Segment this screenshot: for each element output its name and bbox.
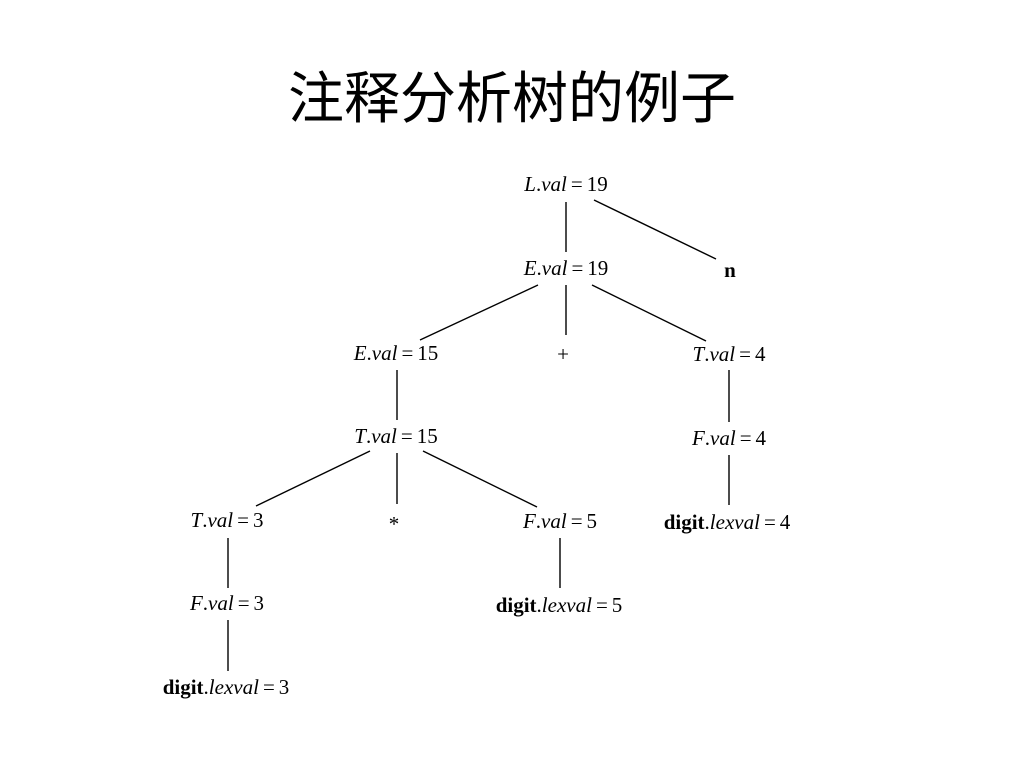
node-digit-lexval-4: digit.lexval=4 <box>663 510 791 534</box>
edge-E-T <box>591 284 707 342</box>
node-digit-lexval-3: digit.lexval=3 <box>162 675 290 699</box>
node-plus: + <box>557 342 569 366</box>
node-T-val-15: T.val=15 <box>354 424 438 448</box>
page-title: 注释分析树的例子 <box>288 67 736 132</box>
node-E-val-root: E.val=19 <box>523 256 609 280</box>
edge-L-n <box>593 199 717 260</box>
node-F-val-3: F.val=3 <box>189 591 265 615</box>
node-L-val: L.val=19 <box>524 172 608 196</box>
node-F-val-5: F.val=5 <box>522 509 598 533</box>
node-digit-lexval-5: digit.lexval=5 <box>495 593 623 617</box>
node-T-val-3: T.val=3 <box>190 508 264 532</box>
edge-T15-T3 <box>255 450 371 507</box>
node-n: n <box>724 258 736 282</box>
node-T-val-4: T.val=4 <box>692 342 766 366</box>
node-F-val-4: F.val=4 <box>691 426 767 450</box>
node-E-val-15: E.val=15 <box>353 341 439 365</box>
edge-E-E <box>419 284 539 341</box>
node-star: * <box>388 512 400 536</box>
edge-T15-F5 <box>422 450 538 508</box>
